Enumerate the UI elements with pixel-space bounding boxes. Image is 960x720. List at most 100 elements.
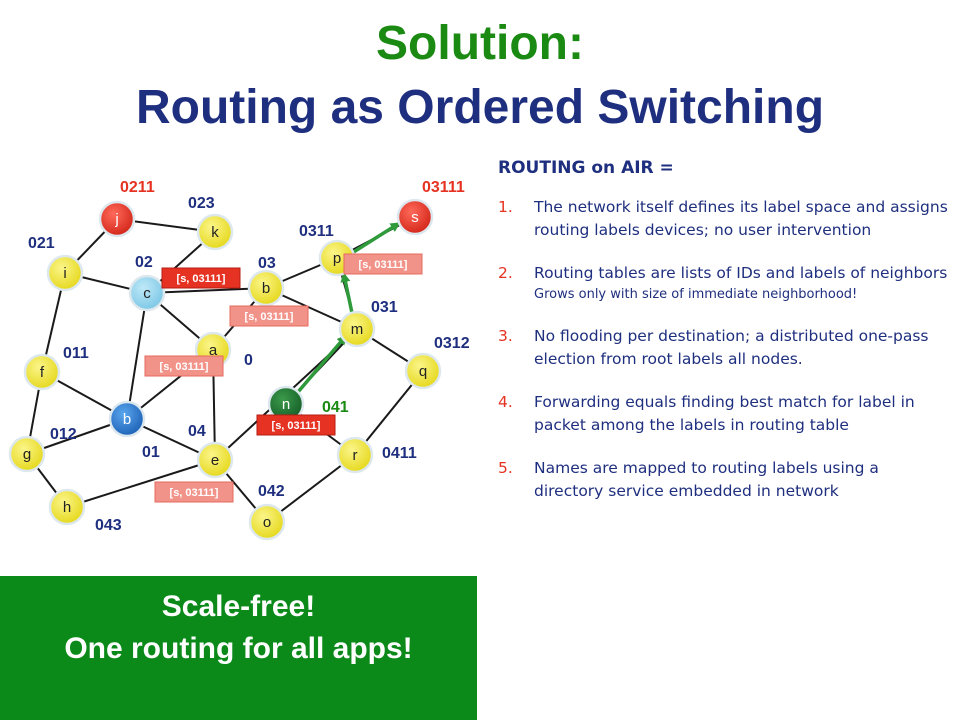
packet-tag-box: [229, 305, 309, 327]
list-item-text: Routing tables are lists of IDs and labe…: [534, 264, 948, 282]
packet-tag: [s, 03111]: [144, 355, 224, 377]
node-label: 023: [188, 195, 215, 212]
node-q: q: [404, 352, 442, 390]
node-label: 0312: [434, 335, 470, 352]
packet-tag-text: [s, 03111]: [170, 487, 219, 499]
node-label: 02: [135, 254, 153, 271]
list-number: 4.: [498, 393, 513, 411]
routing-path-arrow: [296, 334, 347, 394]
list-item-subtext: Grows only with size of immediate neighb…: [534, 287, 858, 302]
node-circle: [196, 441, 234, 479]
node-label: 03: [258, 255, 276, 272]
node-circle: [98, 200, 136, 238]
node-letter: q: [419, 363, 427, 380]
node-circle: [48, 488, 86, 526]
network-edge: [266, 454, 356, 523]
list-item: 1. The network itself defines its label s…: [498, 196, 948, 242]
network-edge: [126, 292, 148, 420]
node-label: 0: [244, 352, 253, 369]
node-label: 0411: [382, 445, 417, 462]
node-c: c: [128, 274, 166, 312]
list-item-text: Names are mapped to routing labels using…: [534, 459, 879, 500]
node-label: 031: [371, 299, 398, 316]
packet-tag-text: [s, 03111]: [177, 273, 226, 285]
node-letter: s: [411, 209, 419, 226]
node-g: g: [8, 435, 46, 473]
list-number: 5.: [498, 459, 513, 477]
node-s: s: [396, 198, 434, 236]
list-item: 5. Names are mapped to routing labels usi…: [498, 457, 948, 503]
packet-tag-box: [256, 414, 336, 436]
node-label: 04: [188, 423, 206, 440]
routing-path-arrow: [340, 272, 354, 314]
network-edge: [146, 287, 267, 294]
node-circle: [196, 213, 234, 251]
routing-path-arrow: [351, 222, 401, 255]
node-letter: m: [351, 321, 364, 338]
node-letter: h: [63, 499, 71, 516]
list-number: 3.: [498, 327, 513, 345]
packet-tag-box: [144, 355, 224, 377]
node-f: f: [23, 353, 61, 391]
packet-tag-text: [s, 03111]: [272, 420, 321, 432]
node-letter: k: [211, 224, 219, 241]
list-item: 2.Routing tables are lists of IDs and la…: [498, 262, 948, 305]
node-letter: e: [211, 452, 219, 469]
node-letter: r: [353, 447, 358, 464]
node-j: j: [98, 200, 136, 238]
list-item-text: Forwarding equals finding best match for…: [534, 393, 915, 434]
routing-description: ROUTING on AIR = 1.The network itself de…: [498, 158, 948, 523]
packet-tag: [s, 03111]: [161, 267, 241, 289]
node-circle: [248, 503, 286, 541]
node-label: 011: [63, 345, 89, 362]
title-line-1: Solution:: [376, 17, 584, 70]
node-letter: n: [282, 396, 290, 413]
packet-tag: [s, 03111]: [343, 253, 423, 275]
node-label: 043: [95, 517, 122, 534]
node-circle: [8, 435, 46, 473]
packet-tag: [s, 03111]: [256, 414, 336, 436]
node-i: i: [46, 254, 84, 292]
banner-line-1: Scale-free!: [161, 590, 316, 623]
node-o: o: [248, 503, 286, 541]
node-letter: f: [40, 364, 45, 381]
node-letter: a: [209, 342, 218, 359]
list-item-text: The network itself defines its label spa…: [534, 198, 948, 239]
node-r: r: [336, 436, 374, 474]
node-letter: i: [63, 265, 66, 282]
network-edge: [66, 459, 216, 508]
node-label: 01: [142, 444, 160, 461]
node-circle: [23, 353, 61, 391]
list-number: 1.: [498, 198, 513, 216]
node-circle: [247, 269, 285, 307]
node-letter: p: [333, 250, 341, 267]
packet-tag: [s, 03111]: [154, 481, 234, 503]
packet-tag-box: [154, 481, 234, 503]
node-m: m: [338, 310, 376, 348]
node-label: 0311: [299, 223, 334, 240]
list-item: 3.No flooding per destination; a distrib…: [498, 325, 948, 371]
node-circle: [396, 198, 434, 236]
node-e: e: [196, 441, 234, 479]
node-label: 042: [258, 483, 285, 500]
node-b2: b: [247, 269, 285, 307]
node-circle: [338, 310, 376, 348]
node-circle: [128, 274, 166, 312]
node-h: h: [48, 488, 86, 526]
node-letter: c: [143, 285, 151, 302]
packet-tag-text: [s, 03111]: [359, 259, 408, 271]
node-letter: j: [114, 211, 118, 228]
node-b: b: [108, 400, 146, 438]
node-label: 03111: [422, 179, 465, 196]
title-line-2: Routing as Ordered Switching: [135, 81, 825, 134]
node-circle: [336, 436, 374, 474]
node-letter: o: [263, 514, 271, 531]
node-letter: b: [262, 280, 270, 297]
packet-tag-text: [s, 03111]: [160, 361, 209, 373]
node-letter: g: [23, 446, 31, 463]
node-circle: [108, 400, 146, 438]
scale-free-banner: Scale-free! One routing for all apps!: [0, 576, 477, 720]
node-label: 0211: [120, 179, 155, 196]
node-label: 012: [50, 426, 77, 443]
